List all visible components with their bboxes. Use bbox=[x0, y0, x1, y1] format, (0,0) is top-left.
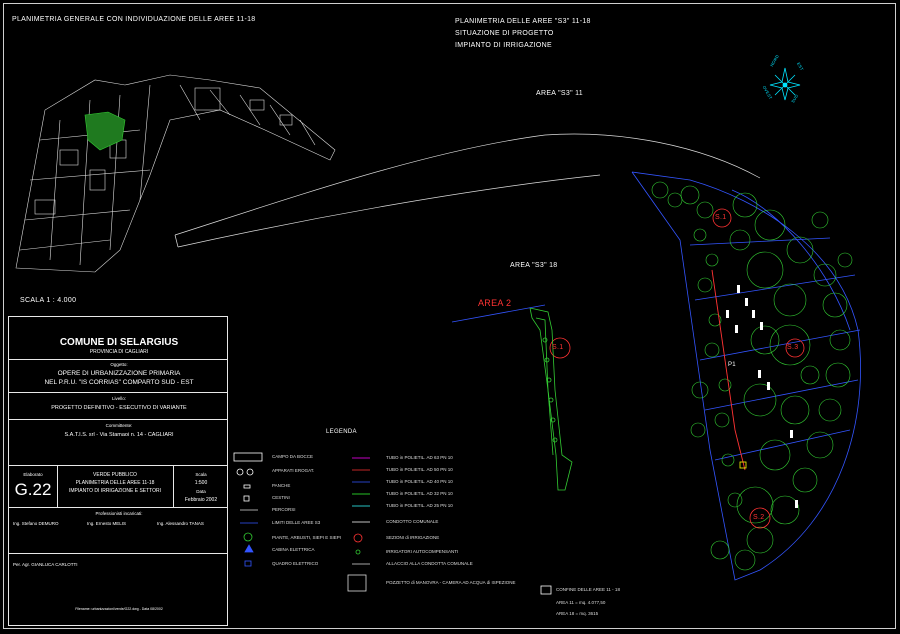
sector-label: S.3 bbox=[787, 344, 799, 351]
sector-label: S.2 bbox=[753, 514, 765, 521]
legend-left-item: PANCHE bbox=[272, 483, 291, 488]
legend-right-item: CONDOTTO COMUNALE bbox=[386, 519, 439, 524]
elaborato-cell bbox=[9, 465, 58, 507]
professionista-2: Ing. Ernesto MELIS bbox=[87, 521, 127, 526]
sector-label: S.1 bbox=[715, 214, 727, 221]
divider bbox=[9, 465, 227, 466]
committente-label: Committente: bbox=[105, 423, 133, 428]
scale-label: SCALA 1 : 4.000 bbox=[20, 297, 77, 304]
legend-left-item: QUADRO ELETTRICO bbox=[272, 561, 319, 566]
area-2-label: AREA 2 bbox=[478, 298, 512, 308]
oggetto-line-1: OPERE DI URBANIZZAZIONE PRIMARIA bbox=[57, 370, 181, 377]
professionisti-label: Professionisti incaricati: bbox=[95, 511, 143, 516]
legend-left-item: LIMITI DELLE AREE S3 bbox=[272, 520, 321, 525]
right-plan-subtitle: SITUAZIONE DI PROGETTO bbox=[455, 30, 554, 37]
desc-line-2: PLANIMETRIA DELLE AREE 11-18 bbox=[75, 480, 155, 486]
legend-left-item: PERCORSI bbox=[272, 507, 296, 512]
desc-line-3: IMPIANTO DI IRRIGAZIONE E SETTORI bbox=[68, 488, 162, 494]
legend-left-item: CABINA ELETTRICA bbox=[272, 547, 315, 552]
livello-value: PROGETTO DEFINITIVO - ESECUTIVO DI VARIA… bbox=[51, 405, 187, 411]
area-2-line bbox=[451, 304, 546, 323]
scala-value: 1:500 bbox=[194, 480, 208, 486]
professionista-1: Ing. Stefano DEMURO bbox=[13, 521, 59, 526]
trees-main bbox=[651, 181, 853, 571]
sector-label: S.1 bbox=[552, 344, 564, 351]
data-label: Data bbox=[196, 489, 206, 494]
main-pipe bbox=[711, 269, 746, 471]
right-plan-subtitle-2: IMPIANTO DI IRRIGAZIONE bbox=[455, 42, 553, 49]
agronomo: Per. Agr. GIANLUCA CARLOTTI bbox=[13, 562, 78, 567]
oggetto-label: Oggetto: bbox=[110, 362, 128, 367]
legend-right-item: SEZIONI di IRRIGAZIONE bbox=[386, 535, 440, 540]
livello-label: Livello: bbox=[111, 396, 126, 401]
valve-box bbox=[739, 461, 747, 469]
location-plan bbox=[15, 74, 336, 273]
bocce-courts bbox=[726, 285, 798, 508]
areas-table-header: CONFINE DELLE AREE 11 - 18 bbox=[556, 587, 620, 592]
divider bbox=[9, 359, 227, 360]
legend-left-item: APPARATI EROGAT. bbox=[272, 468, 315, 473]
legend-right-item: TUBO in POLIETIL. AD 50 PN 10 bbox=[386, 467, 453, 472]
legend-left-item: CAMPO DA BOCCE bbox=[272, 454, 314, 459]
legend-left-item: CESTINI bbox=[272, 495, 290, 500]
legend-right-item: TUBO in POLIETIL. AD 63 PN 10 bbox=[386, 455, 453, 460]
divider bbox=[9, 553, 227, 554]
divider bbox=[9, 507, 227, 508]
legend-title: LEGENDA bbox=[326, 429, 357, 435]
p1-label: P1 bbox=[728, 362, 736, 368]
left-plan-title: PLANIMETRIA GENERALE CON INDIVIDUAZIONE … bbox=[12, 16, 256, 23]
park-area bbox=[631, 171, 861, 581]
legend-right-item: TUBO in POLIETIL. AD 32 PN 10 bbox=[386, 491, 453, 496]
areas-table-row: AREA 11 = mq. 4.077,50 bbox=[556, 600, 606, 605]
provincia: PROVINCIA DI CAGLIARI bbox=[89, 349, 149, 355]
legend-right-item: TUBO in POLIETIL. AD 25 PN 10 bbox=[386, 503, 453, 508]
elaborato-label: Elaborato bbox=[23, 472, 43, 477]
professionista-3: Ing. Alessandro TANAS bbox=[157, 521, 204, 526]
legend-right-item: TUBO in POLIETIL. AD 40 PN 10 bbox=[386, 479, 453, 484]
area-18-label: AREA "S3" 18 bbox=[510, 262, 558, 269]
areas-table-row: AREA 18 = mq. 3615 bbox=[556, 611, 599, 616]
divider bbox=[9, 392, 227, 393]
title-block: COMUNE DI SELARGIUS PROVINCIA DI CAGLIAR… bbox=[8, 316, 228, 626]
legend-left-item: PIANTE, ARBUSTI, SIEPI E SIEPI bbox=[272, 535, 342, 540]
sector-markers bbox=[549, 208, 805, 529]
divider bbox=[9, 419, 227, 420]
compass-rose bbox=[769, 67, 801, 101]
area-11-label: AREA "S3" 11 bbox=[536, 90, 583, 97]
elaborato-code: G.22 bbox=[14, 480, 52, 499]
area-18-strip bbox=[529, 307, 573, 491]
legend-right-item: POZZETTO di MANOVRA - CAMERA AD ACQUA di… bbox=[386, 580, 516, 585]
legend-symbols bbox=[233, 452, 552, 595]
file-footer: Filename: urbanizzazioni/verde/G22.dwg -… bbox=[75, 607, 163, 611]
data-value: Febbraio 2002 bbox=[184, 497, 218, 503]
drawing-frame bbox=[3, 3, 896, 629]
comune-name: COMUNE DI SELARGIUS bbox=[59, 337, 179, 348]
desc-line-1: VERDE PUBBLICO bbox=[93, 472, 137, 478]
legend-right-item: ALLACCIO ALLA CONDOTTA COMUNALE bbox=[386, 561, 473, 566]
right-plan-title: PLANIMETRIA DELLE AREE "S3" 11-18 bbox=[455, 18, 591, 25]
committente-value: S.A.T.I.S. srl - Via Stamaoi n. 14 - CAG… bbox=[64, 432, 174, 438]
scala-label: Scala bbox=[195, 472, 207, 477]
wedge-area bbox=[174, 133, 761, 248]
scale-date-cell bbox=[173, 465, 230, 507]
legend-right-item: IRRIGATORI AUTOCOMPENSANTI bbox=[386, 549, 459, 554]
oggetto-line-2: NEL P.R.U. "IS CORRIAS" COMPARTO SUD - E… bbox=[44, 379, 194, 386]
